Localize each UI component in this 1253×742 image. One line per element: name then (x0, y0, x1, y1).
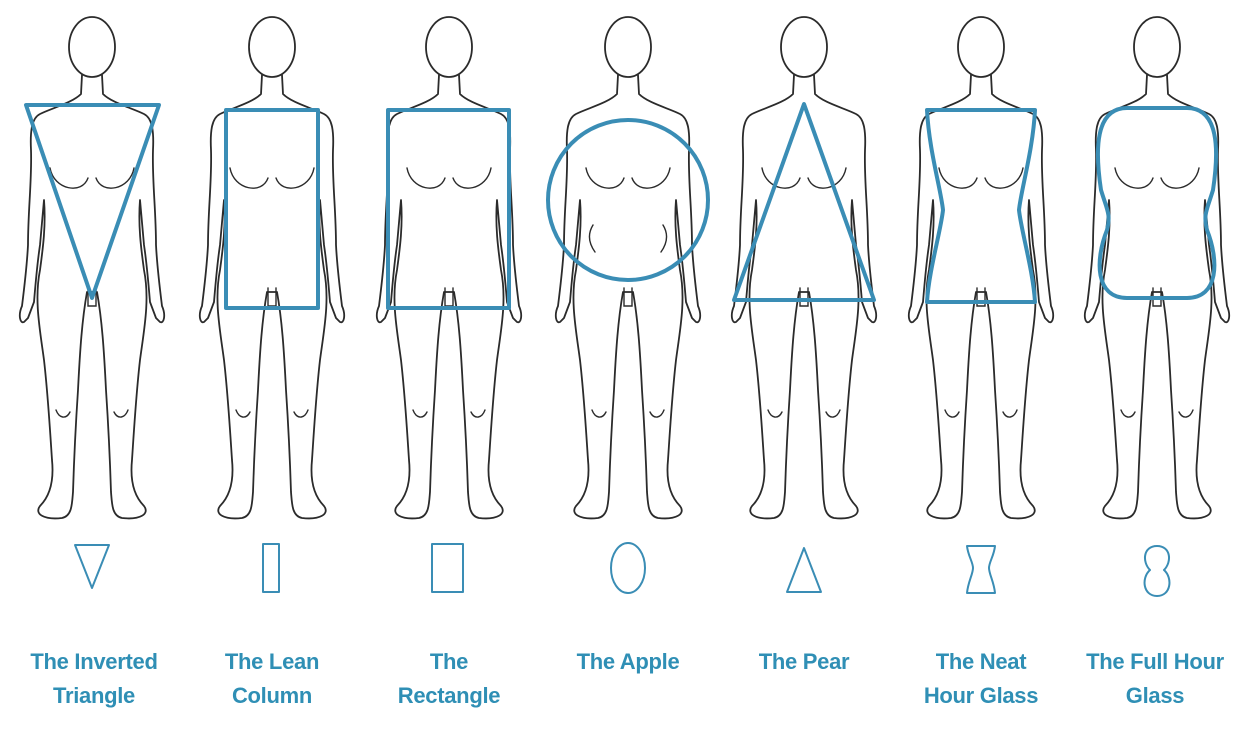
label-line: Rectangle (364, 679, 534, 713)
label-line: The Lean (187, 645, 357, 679)
figure-eight-icon (1145, 546, 1170, 596)
label-lean-column: The Lean Column (187, 645, 357, 713)
label-line: The Apple (543, 645, 713, 679)
figure-full-hour-glass (1085, 17, 1229, 518)
rectangle-icon (432, 544, 463, 592)
label-line: The Pear (719, 645, 889, 679)
label-line: The Neat (896, 645, 1066, 679)
label-pear: The Pear (719, 645, 889, 679)
triangle-icon (787, 548, 821, 592)
label-full-hour-glass: The Full Hour Glass (1070, 645, 1240, 713)
figure-rectangle (377, 17, 521, 518)
oval-icon (611, 543, 645, 593)
label-apple: The Apple (543, 645, 713, 679)
body-outline (732, 17, 876, 518)
label-line: Glass (1070, 679, 1240, 713)
lean-column-icon (263, 544, 279, 592)
full-hour-glass-overlay (1098, 108, 1216, 298)
body-outline (20, 17, 164, 518)
label-line: Column (187, 679, 357, 713)
hourglass-icon (967, 546, 995, 593)
figure-apple (548, 17, 708, 518)
apple-overlay (548, 120, 708, 280)
label-neat-hour-glass: The Neat Hour Glass (896, 645, 1066, 713)
label-inverted-triangle: The Inverted Triangle (9, 645, 179, 713)
figure-neat-hour-glass (909, 17, 1053, 518)
lean-column-overlay (226, 110, 318, 308)
inverted-triangle-icon (75, 545, 109, 588)
label-line: Hour Glass (896, 679, 1066, 713)
body-outline (200, 17, 344, 518)
figure-inverted-triangle (20, 17, 164, 518)
label-line: The (364, 645, 534, 679)
label-line: The Full Hour (1070, 645, 1240, 679)
neat-hour-glass-overlay (927, 110, 1035, 302)
body-outline (1085, 17, 1229, 518)
figure-lean-column (200, 17, 344, 518)
body-outline (377, 17, 521, 518)
label-rectangle: The Rectangle (364, 645, 534, 713)
label-line: Triangle (9, 679, 179, 713)
body-outline (556, 17, 700, 518)
rectangle-overlay (388, 110, 509, 308)
label-line: The Inverted (9, 645, 179, 679)
figure-pear (732, 17, 876, 518)
belly-lines (589, 225, 666, 252)
